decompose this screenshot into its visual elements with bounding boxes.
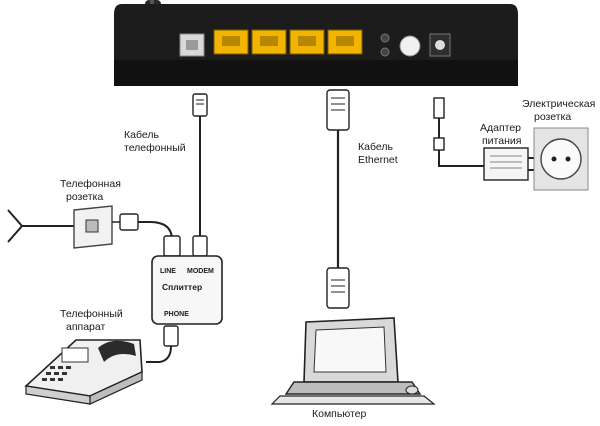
svg-text:Компьютер: Компьютер <box>312 408 367 420</box>
phone-socket-label: Телефонная розетка <box>60 178 121 203</box>
splitter-line-port: LINE <box>160 268 176 275</box>
splitter: LINE MODEM Сплиттер PHONE <box>151 255 223 325</box>
ethernet-cable-label: Кабель Ethernet <box>358 141 398 166</box>
router <box>114 0 518 86</box>
telephone-label: Телефонный аппарат <box>60 308 123 333</box>
svg-text:Электрическая: Электрическая <box>522 98 595 110</box>
svg-text:Кабель: Кабель <box>124 129 159 141</box>
telephone <box>24 339 143 405</box>
power-cable <box>433 97 484 167</box>
svg-text:Ethernet: Ethernet <box>358 154 398 166</box>
svg-text:аппарат: аппарат <box>66 321 105 333</box>
power-adapter-label: Адаптер питания <box>480 122 521 147</box>
svg-text:Телефонный: Телефонный <box>60 308 123 320</box>
computer-label: Компьютер <box>312 408 367 420</box>
svg-text:розетка: розетка <box>66 191 103 203</box>
svg-text:телефонный: телефонный <box>124 142 186 154</box>
electrical-outlet-label: Электрическая розетка <box>522 98 595 123</box>
splitter-modem-port: MODEM <box>187 268 214 275</box>
power-adapter <box>483 147 538 181</box>
handset-cable <box>146 325 179 363</box>
svg-text:питания: питания <box>482 135 521 147</box>
computer <box>270 317 436 405</box>
splitter-name: Сплиттер <box>162 282 202 292</box>
svg-text:Кабель: Кабель <box>358 141 393 153</box>
router-lan-ports <box>213 29 363 55</box>
electrical-outlet <box>533 127 589 191</box>
svg-text:розетка: розетка <box>534 111 571 123</box>
ethernet-cable <box>326 89 350 309</box>
wall-line <box>7 209 74 243</box>
router-power-button <box>399 35 421 57</box>
router-reset-button <box>380 33 390 43</box>
phone-cable-label: Кабель телефонный <box>124 129 186 154</box>
phone-cable <box>192 93 208 257</box>
svg-text:Адаптер: Адаптер <box>480 122 521 134</box>
splitter-phone-port: PHONE <box>164 311 189 318</box>
svg-text:Телефонная: Телефонная <box>60 178 121 190</box>
phone-socket <box>73 205 181 257</box>
